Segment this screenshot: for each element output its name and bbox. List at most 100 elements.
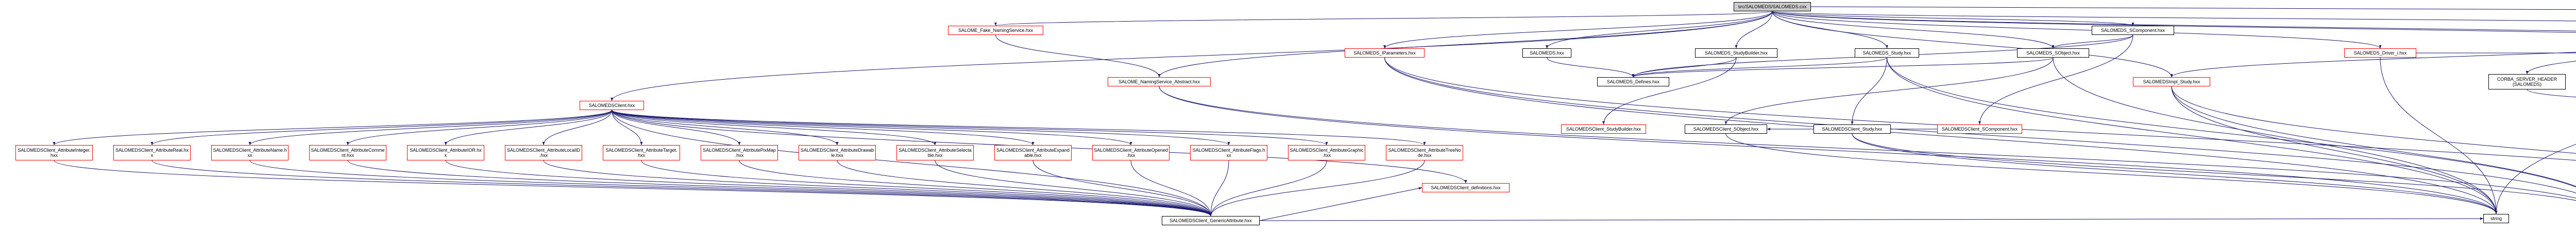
edge-client-to-attr_real — [150, 110, 612, 146]
edge-client-to-attr_localid — [542, 110, 612, 146]
graph-node-attr_comment[interactable]: SALOMEDSClient_AttributeComment.hxx — [309, 145, 386, 160]
graph-node-string[interactable]: string — [2483, 214, 2509, 223]
edge-client-to-attr_ior — [444, 110, 612, 146]
edge-client-to-attr_name — [248, 110, 612, 146]
edge-main-to-sobject — [1772, 11, 2055, 49]
edge-client-to-attr_treenode — [612, 110, 1426, 146]
edge-attr_integer-to-generic_attr — [54, 160, 1212, 217]
edge-main-to-iparams — [1383, 11, 1773, 49]
graph-node-ns_abstract[interactable]: SALOME_NamingService_Abstract.hxx — [1108, 77, 1211, 86]
graph-node-attr_drawable[interactable]: SALOMEDSClient_AttributeDrawable.hxx — [799, 145, 876, 160]
edge-impl_study-to-map — [2171, 86, 2576, 154]
graph-node-attr_ior[interactable]: SALOMEDSClient_AttributeIOR.hxx — [407, 145, 484, 160]
edge-attr_treenode-to-generic_attr — [1209, 160, 1425, 217]
edge-corba_server_sds-to-omniorb — [2527, 89, 2576, 98]
graph-node-impl_study[interactable]: SALOMEDSImpl_Study.hxx — [2133, 77, 2210, 86]
edge-attr_real-to-generic_attr — [151, 160, 1212, 217]
edge-main-to-study_i — [1772, 11, 2576, 22]
edge-main-to-salomeds — [1546, 11, 1773, 49]
graph-node-attr_localid[interactable]: SALOMEDSClient_AttributeLocalID.hxx — [505, 145, 582, 160]
graph-node-sbuilder[interactable]: SALOMEDS_StudyBuilder.hxx — [1695, 48, 1777, 58]
edge-attr_drawable-to-generic_attr — [837, 160, 1212, 217]
graph-node-attr_opened[interactable]: SALOMEDSClient_AttributeOpened.hxx — [1092, 145, 1170, 160]
edge-attr_flags-to-generic_attr — [1209, 160, 1229, 217]
graph-node-definitions[interactable]: SALOMEDSClient_definitions.hxx — [1422, 183, 1510, 192]
edge-iparams-to-string — [1384, 57, 2498, 214]
edge-generic_attr-to-string — [1259, 217, 2484, 221]
graph-node-salomeds[interactable]: SALOMEDS.hxx — [1522, 48, 1571, 58]
edge-main-to-client — [611, 11, 1773, 101]
graph-node-attr_flags[interactable]: SALOMEDSClient_AttributeFlags.hxx — [1190, 145, 1267, 160]
edge-ns_abstract-to-vector — [1159, 86, 2576, 199]
edge-attr_ior-to-generic_attr — [445, 160, 1212, 217]
graph-node-defines[interactable]: SALOMEDS_Defines.hxx — [1597, 77, 1669, 86]
edge-client-to-attr_target — [612, 110, 643, 146]
edge-attr_expandable-to-generic_attr — [1032, 160, 1212, 217]
graph-node-attr_real[interactable]: SALOMEDSClient_AttributeReal.hxx — [113, 145, 191, 160]
graph-node-client[interactable]: SALOMEDSClient.hxx — [580, 101, 644, 110]
edge-study-to-defines — [1632, 57, 1887, 78]
graph-node-attr_expandable[interactable]: SALOMEDSClient_AttributeExpandable.hxx — [994, 145, 1072, 160]
edge-client-to-attr_graphic — [612, 110, 1328, 146]
graph-node-attr_graphic[interactable]: SALOMEDSClient_AttributeGraphic.hxx — [1288, 145, 1365, 160]
graph-node-fake_ns[interactable]: SALOME_Fake_NamingService.hxx — [948, 26, 1043, 35]
edge-impl_study-to-string — [2171, 86, 2498, 214]
edge-attr_selectable-to-generic_attr — [935, 160, 1212, 217]
edge-study-to-client_study — [1851, 57, 1887, 125]
edge-client_study-to-vector — [1852, 133, 2576, 201]
graph-node-iparams[interactable]: SALOMEDS_IParameters.hxx — [1345, 48, 1425, 58]
edge-sobject-to-string — [2053, 57, 2498, 214]
edge-attr_target-to-generic_attr — [641, 160, 1212, 217]
edge-attr_comment-to-generic_attr — [347, 160, 1212, 217]
graph-node-attr_selectable[interactable]: SALOMEDSClient_AttributeSelectable.hxx — [896, 145, 974, 160]
edge-fake_ns-to-ns_abstract — [995, 34, 1161, 78]
graph-node-study[interactable]: SALOMEDS_Study.hxx — [1855, 48, 1919, 58]
edge-main-to-scomp — [1772, 11, 2134, 26]
edge-driver_i-to-string — [2380, 57, 2498, 214]
graph-node-attr_integer[interactable]: SALOMEDSClient_AttributeInteger.hxx — [15, 145, 93, 160]
edge-study-to-string — [1887, 57, 2498, 214]
edge-main-to-corba_client — [1772, 11, 2576, 31]
graph-node-generic_attr[interactable]: SALOMEDSClient_GenericAttribute.hxx — [1162, 216, 1260, 225]
graph-node-attr_name[interactable]: SALOMEDSClient_AttributeName.hxx — [211, 145, 289, 160]
graph-node-scomp[interactable]: SALOMEDS_SComponent.hxx — [2092, 26, 2174, 35]
edge-attr_opened-to-generic_attr — [1130, 160, 1212, 217]
edge-scomp-to-client_scomp — [1978, 34, 2133, 125]
graph-node-driver_i[interactable]: SALOMEDS_Driver_i.hxx — [2344, 48, 2416, 58]
graph-node-attr_treenode[interactable]: SALOMEDSClient_AttributeTreeNode.hxx — [1386, 145, 1463, 160]
edge-client-to-attr_expandable — [612, 110, 1035, 146]
graph-node-sobject[interactable]: SALOMEDS_SObject.hxx — [2017, 48, 2089, 58]
graph-node-attr_target[interactable]: SALOMEDSClient_AttributeTarget.hxx — [603, 145, 680, 160]
edge-client-to-attr_comment — [346, 110, 612, 146]
edge-attr_graphic-to-generic_attr — [1209, 160, 1327, 217]
edge-study_i-to-corba_server_sds — [2526, 61, 2576, 75]
graph-node-client_sbuilder[interactable]: SALOMEDSClient_StudyBuilder.hxx — [1561, 124, 1646, 134]
edge-client-to-attr_drawable — [612, 110, 839, 146]
edge-main-to-fake_ns — [994, 11, 1773, 26]
edge-sbuilder-to-client_sbuilder — [1602, 57, 1737, 125]
graph-node-client_sobject[interactable]: SALOMEDSClient_SObject.hxx — [1685, 124, 1767, 134]
edge-main-to-sbuilder — [1735, 11, 1773, 49]
edge-main-to-saloconfig — [1810, 6, 2576, 10]
graph-node-corba_server_sds[interactable]: CORBA_SERVER_HEADER (SALOMEDS) — [2488, 74, 2566, 89]
edge-client-to-attr_flags — [612, 110, 1230, 146]
edge-study_i-to-impl_study — [2170, 52, 2576, 78]
graph-node-main: src/SALOMEDS/SALOMEDS.cxx — [1734, 2, 1811, 11]
edge-attr_localid-to-generic_attr — [543, 160, 1212, 217]
edge-ns_abstract-to-string — [1159, 86, 2498, 214]
graph-node-attr_pixmap[interactable]: SALOMEDSClient_AttributePixMap.hxx — [701, 145, 778, 160]
edge-main-to-impl_study — [1772, 11, 2173, 78]
edge-generic_attr-to-definitions — [1259, 187, 1422, 221]
graph-node-client_study[interactable]: SALOMEDSClient_Study.hxx — [1814, 124, 1891, 134]
edge-sobject-to-defines — [1632, 57, 2054, 78]
edge-client-to-generic_attr — [612, 110, 1212, 217]
edge-main-to-driver_i — [1772, 11, 2382, 49]
edge-client-to-attr_pixmap — [612, 110, 741, 146]
edge-client-to-attr_opened — [612, 110, 1132, 146]
edge-salomeds-to-defines — [1547, 57, 1635, 78]
edge-impl_study-to-vector — [2171, 86, 2576, 187]
edge-study_i-to-string — [2495, 143, 2576, 214]
graph-node-client_scomp[interactable]: SALOMEDSClient_SComponent.hxx — [1937, 124, 2022, 134]
